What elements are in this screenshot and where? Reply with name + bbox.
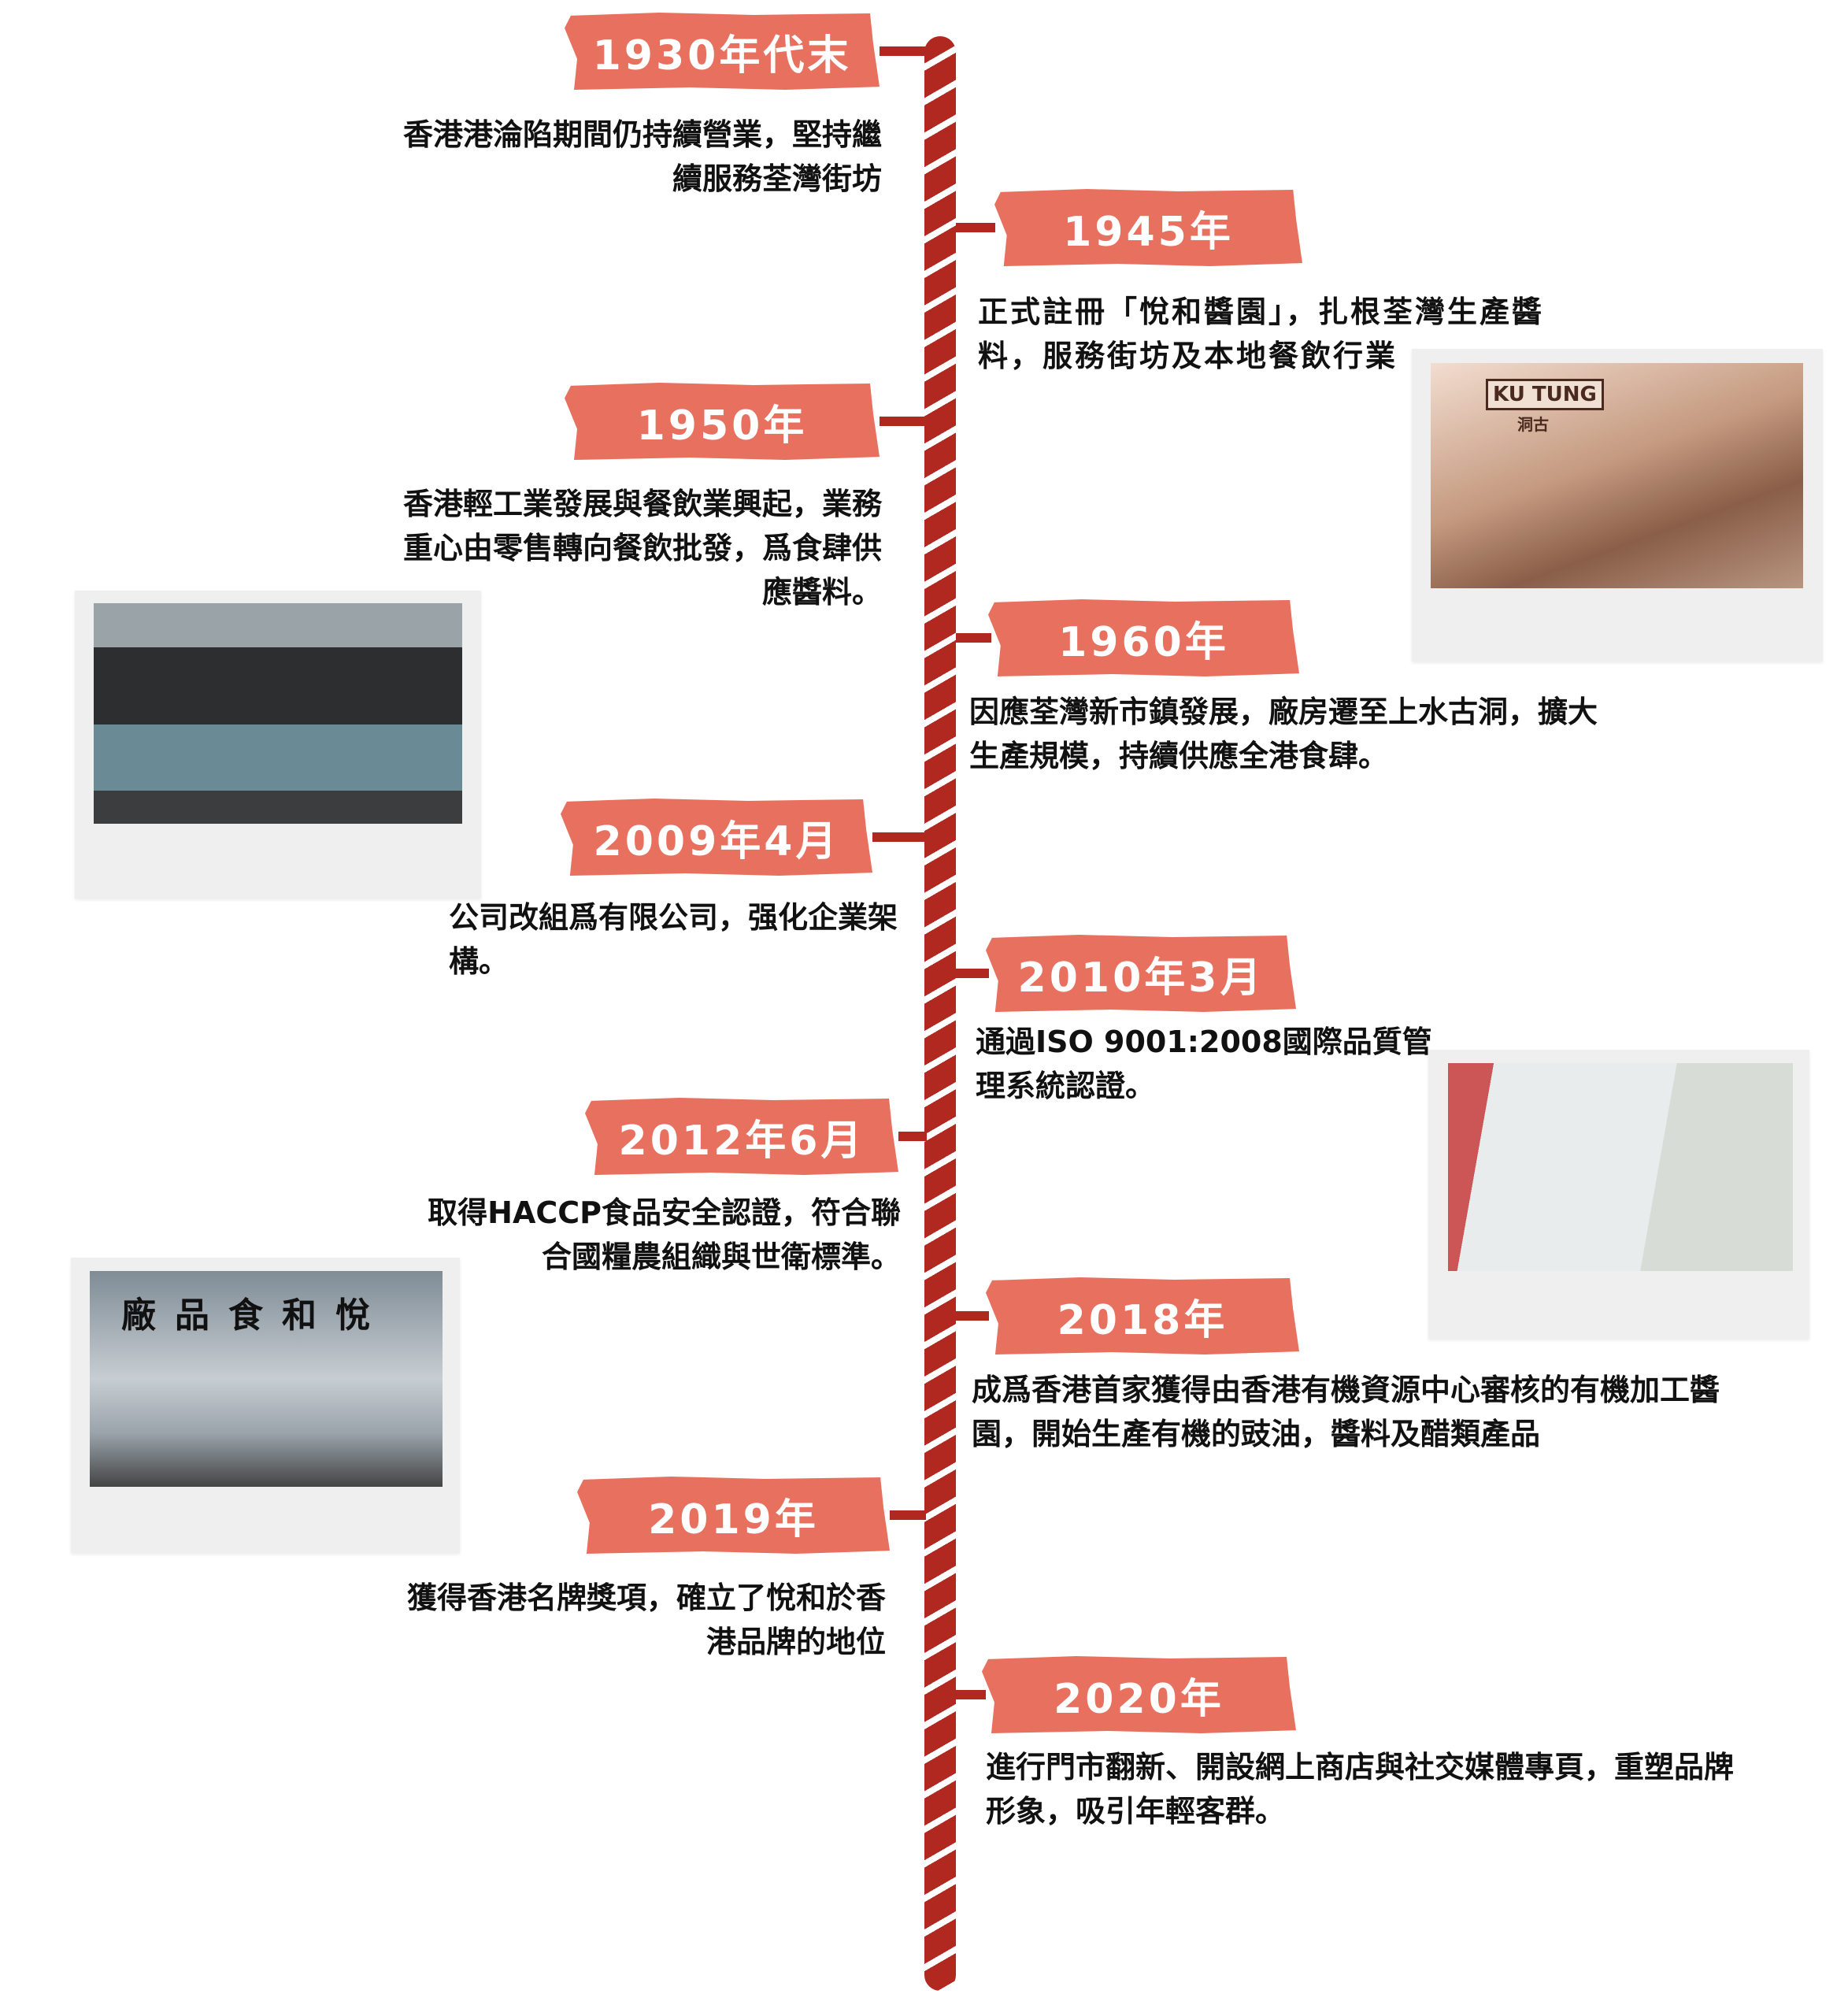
factory-photo [94,603,462,824]
event-text: 成爲香港首家獲得由香港有機資源中心審核的有機加工醬園，開始生產有機的豉油，醬料及… [972,1373,1720,1451]
event-text: 香港輕工業發展與餐飲業興起，業務重心由零售轉向餐飲批發，爲食肆供應醬料。 [402,487,882,610]
connector [956,1690,986,1699]
bottling-photo [1448,1063,1793,1271]
connector [956,969,989,978]
event-text: 因應荃灣新市鎮發展，廠房遷至上水古洞，擴大生產規模，持續供應全港食肆。 [969,695,1598,773]
year-banner: 2020年 [982,1656,1296,1733]
ku-tung-sign-cn: 洞古 [1517,415,1549,434]
year-banner: 2018年 [986,1277,1299,1354]
year-banner: 1960年 [988,599,1299,676]
event-text: 香港港淪陷期間仍持續營業，堅持繼續服務荃灣街坊 [402,117,882,196]
connector [898,1132,927,1141]
event-text: 進行門市翻新、開設網上商店與社交媒體專頁，重塑品牌形象，吸引年輕客群。 [986,1750,1735,1829]
connector [890,1510,926,1520]
ku-tung-photo: KU TUNG 洞古 [1431,363,1803,588]
year-banner: 1950年 [565,383,880,460]
year-banner: 1930年代末 [565,13,880,90]
event-text: 取得HACCP食品安全認證，符合聯合國糧農組織與世衛標準。 [428,1195,901,1274]
ku-tung-sign: KU TUNG [1486,379,1604,410]
arch-sign: 廠品食和悅 [121,1295,389,1336]
connector [880,46,927,56]
arch-photo: 廠品食和悅 [90,1271,443,1487]
year-banner: 2010年3月 [986,935,1296,1012]
connector [872,832,926,842]
connector [956,223,995,232]
event-text: 公司改組爲有限公司，强化企業架構。 [449,900,898,979]
year-banner: 2009年4月 [561,799,872,876]
connector [956,1311,989,1321]
event-text: 獲得香港名牌獎項，確立了悅和於香港品牌的地位 [406,1581,886,1659]
event-text: 通過ISO 9001:2008國際品質管理系統認證。 [976,1025,1432,1103]
connector [956,633,991,643]
year-banner: 2019年 [577,1477,890,1554]
year-banner: 2012年6月 [585,1098,898,1175]
connector [880,417,927,426]
year-banner: 1945年 [994,189,1302,266]
timeline-rope [924,36,956,1991]
event-text: 正式註冊「悅和醬園」，扎根荃灣生產醬料，服務街坊及本地餐飲行業 [978,295,1545,373]
